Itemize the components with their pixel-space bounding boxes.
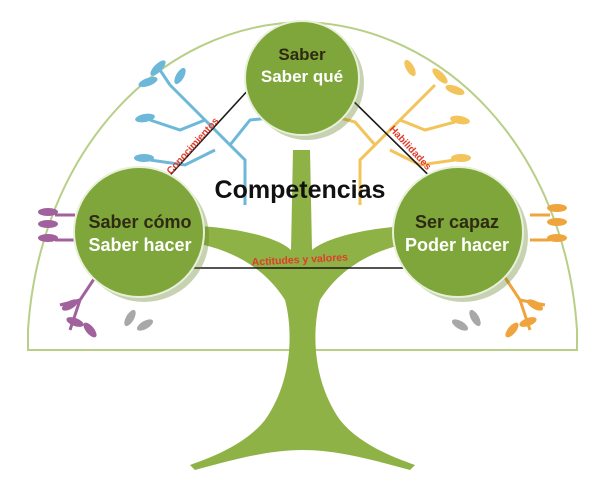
blue-leaf-icons bbox=[134, 60, 282, 162]
center-title: Competencias bbox=[215, 176, 386, 204]
node-ser-capaz-line2: Poder hacer bbox=[405, 235, 509, 255]
blue-branch-decoration bbox=[149, 69, 271, 205]
node-saber-line2: Saber qué bbox=[261, 67, 343, 86]
purple-leaf-icons bbox=[38, 208, 97, 338]
orange-leaf-icons bbox=[505, 204, 567, 338]
yellow-leaf-icons bbox=[404, 59, 471, 162]
node-saber-como-line2: Saber hacer bbox=[88, 235, 191, 255]
tree-trunk bbox=[168, 150, 437, 470]
gray-leaf-icons-right bbox=[451, 309, 481, 331]
node-ser-capaz bbox=[392, 166, 528, 302]
link-label-actitudes: Actitudes y valores bbox=[251, 251, 348, 268]
node-saber-como bbox=[73, 166, 209, 302]
link-label-habilidades: Habilidades bbox=[387, 124, 434, 173]
yellow-branch-decoration bbox=[339, 83, 456, 205]
node-saber-line1: Saber bbox=[278, 45, 326, 64]
node-ser-capaz-line1: Ser capaz bbox=[415, 212, 499, 232]
gray-leaf-icons bbox=[124, 309, 154, 331]
node-saber bbox=[244, 20, 364, 140]
node-saber-como-line1: Saber cómo bbox=[88, 212, 191, 232]
